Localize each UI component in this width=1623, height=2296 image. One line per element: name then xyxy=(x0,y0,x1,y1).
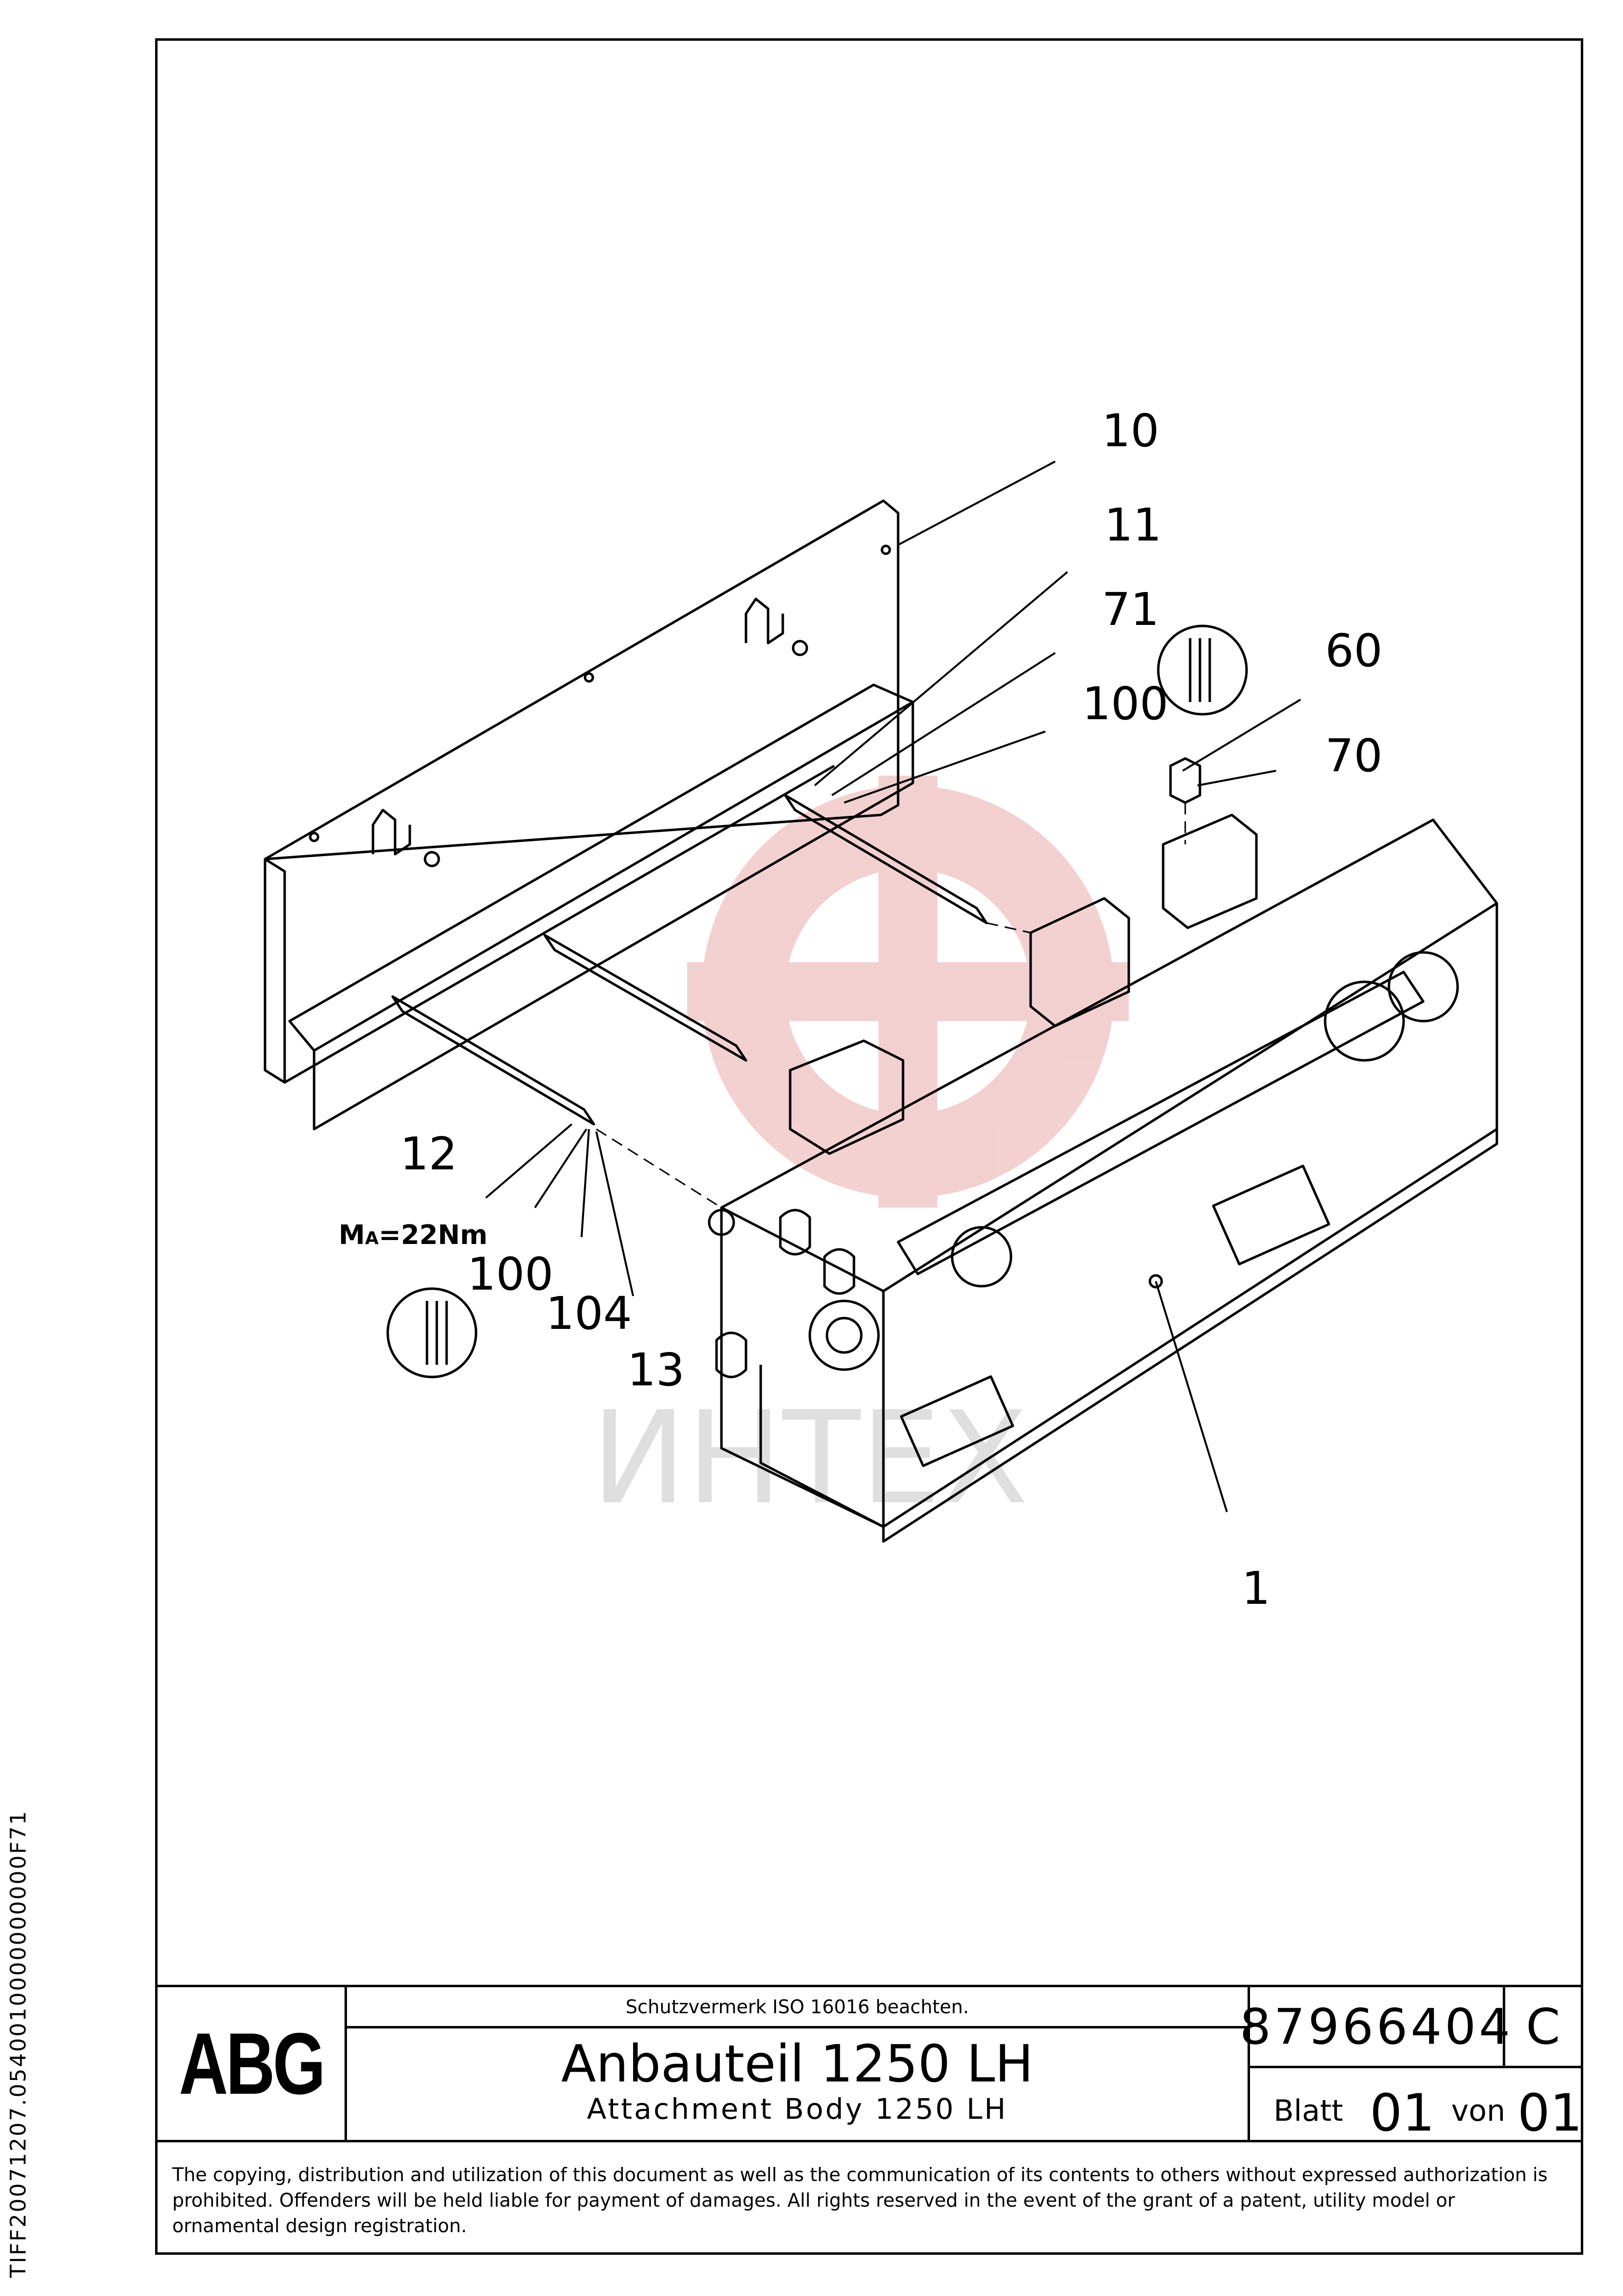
callout-1: 1 xyxy=(1242,1562,1271,1615)
protection-notice: Schutzvermerk ISO 16016 beachten. xyxy=(347,1987,1248,2028)
callout-11: 11 xyxy=(1104,499,1162,551)
callout-12: 12 xyxy=(400,1128,458,1180)
hook-upper xyxy=(745,597,784,645)
of-label: von xyxy=(1451,2094,1506,2128)
watermark-gear xyxy=(687,776,1129,1208)
copyright-notice: The copying, distribution and utilizatio… xyxy=(158,2140,1581,2252)
callout-60: 60 xyxy=(1325,624,1383,677)
rod-lower xyxy=(391,995,595,1126)
callout-13: 13 xyxy=(627,1344,685,1396)
nameplate-right xyxy=(1212,1164,1330,1266)
bearing-bore xyxy=(808,1299,880,1371)
sheet-info: Blatt 01 von 01 xyxy=(1250,2068,1583,2143)
torque-subscript: A xyxy=(365,1228,379,1248)
detail-symbol-right xyxy=(1157,624,1248,716)
exploded-view-drawing: ИНТЕХ xyxy=(264,460,1498,1543)
rod-middle xyxy=(543,934,747,1062)
document-info: 87966404 C Blatt 01 von 01 xyxy=(1240,1987,1583,2143)
callout-100-upper: 100 xyxy=(1082,677,1169,730)
valve-block-lower xyxy=(789,1039,905,1155)
title-english: Attachment Body 1250 LH xyxy=(586,2092,1008,2126)
leader-lines xyxy=(485,460,1302,1513)
sheet-label: Blatt xyxy=(1274,2094,1343,2128)
fitting xyxy=(1169,757,1201,804)
title-block: ABG Schutzvermerk ISO 16016 beachten. An… xyxy=(158,1985,1583,2143)
drawing-number: 87966404 xyxy=(1240,1987,1510,2068)
callout-104: 104 xyxy=(546,1287,632,1340)
torque-spec: MA=22Nm xyxy=(339,1219,487,1250)
title-german: Anbauteil 1250 LH xyxy=(561,2034,1034,2094)
watermark-text: ИНТЕХ xyxy=(591,1384,1028,1533)
mounting-plate xyxy=(264,499,900,861)
nameplate-left xyxy=(900,1375,1014,1467)
hook-lower xyxy=(372,809,411,856)
title-area: Schutzvermerk ISO 16016 beachten. Anbaut… xyxy=(347,1987,1250,2140)
torque-value: =22Nm xyxy=(378,1219,488,1250)
callout-70: 70 xyxy=(1325,729,1383,782)
callout-71: 71 xyxy=(1102,583,1160,636)
company-logo: ABG xyxy=(158,1987,347,2140)
logo-text: ABG xyxy=(179,2015,325,2112)
sheet-number: 01 xyxy=(1370,2083,1435,2143)
valve-block xyxy=(1162,813,1258,929)
revision-letter: C xyxy=(1505,1987,1581,2068)
explode-lines xyxy=(596,803,1186,1209)
detail-symbol-left xyxy=(386,1287,478,1378)
copyright-text: The copying, distribution and utilizatio… xyxy=(172,2164,1548,2237)
hydraulic-cylinder xyxy=(897,971,1425,1275)
torque-symbol: M xyxy=(339,1219,365,1250)
side-file-code: TIFF20071207.0540010000000000F71 xyxy=(6,1810,31,2278)
drawing-frame xyxy=(155,38,1583,2255)
callout-100-lower: 100 xyxy=(467,1248,554,1300)
sheet-total: 01 xyxy=(1517,2083,1583,2143)
callout-10: 10 xyxy=(1102,405,1160,457)
